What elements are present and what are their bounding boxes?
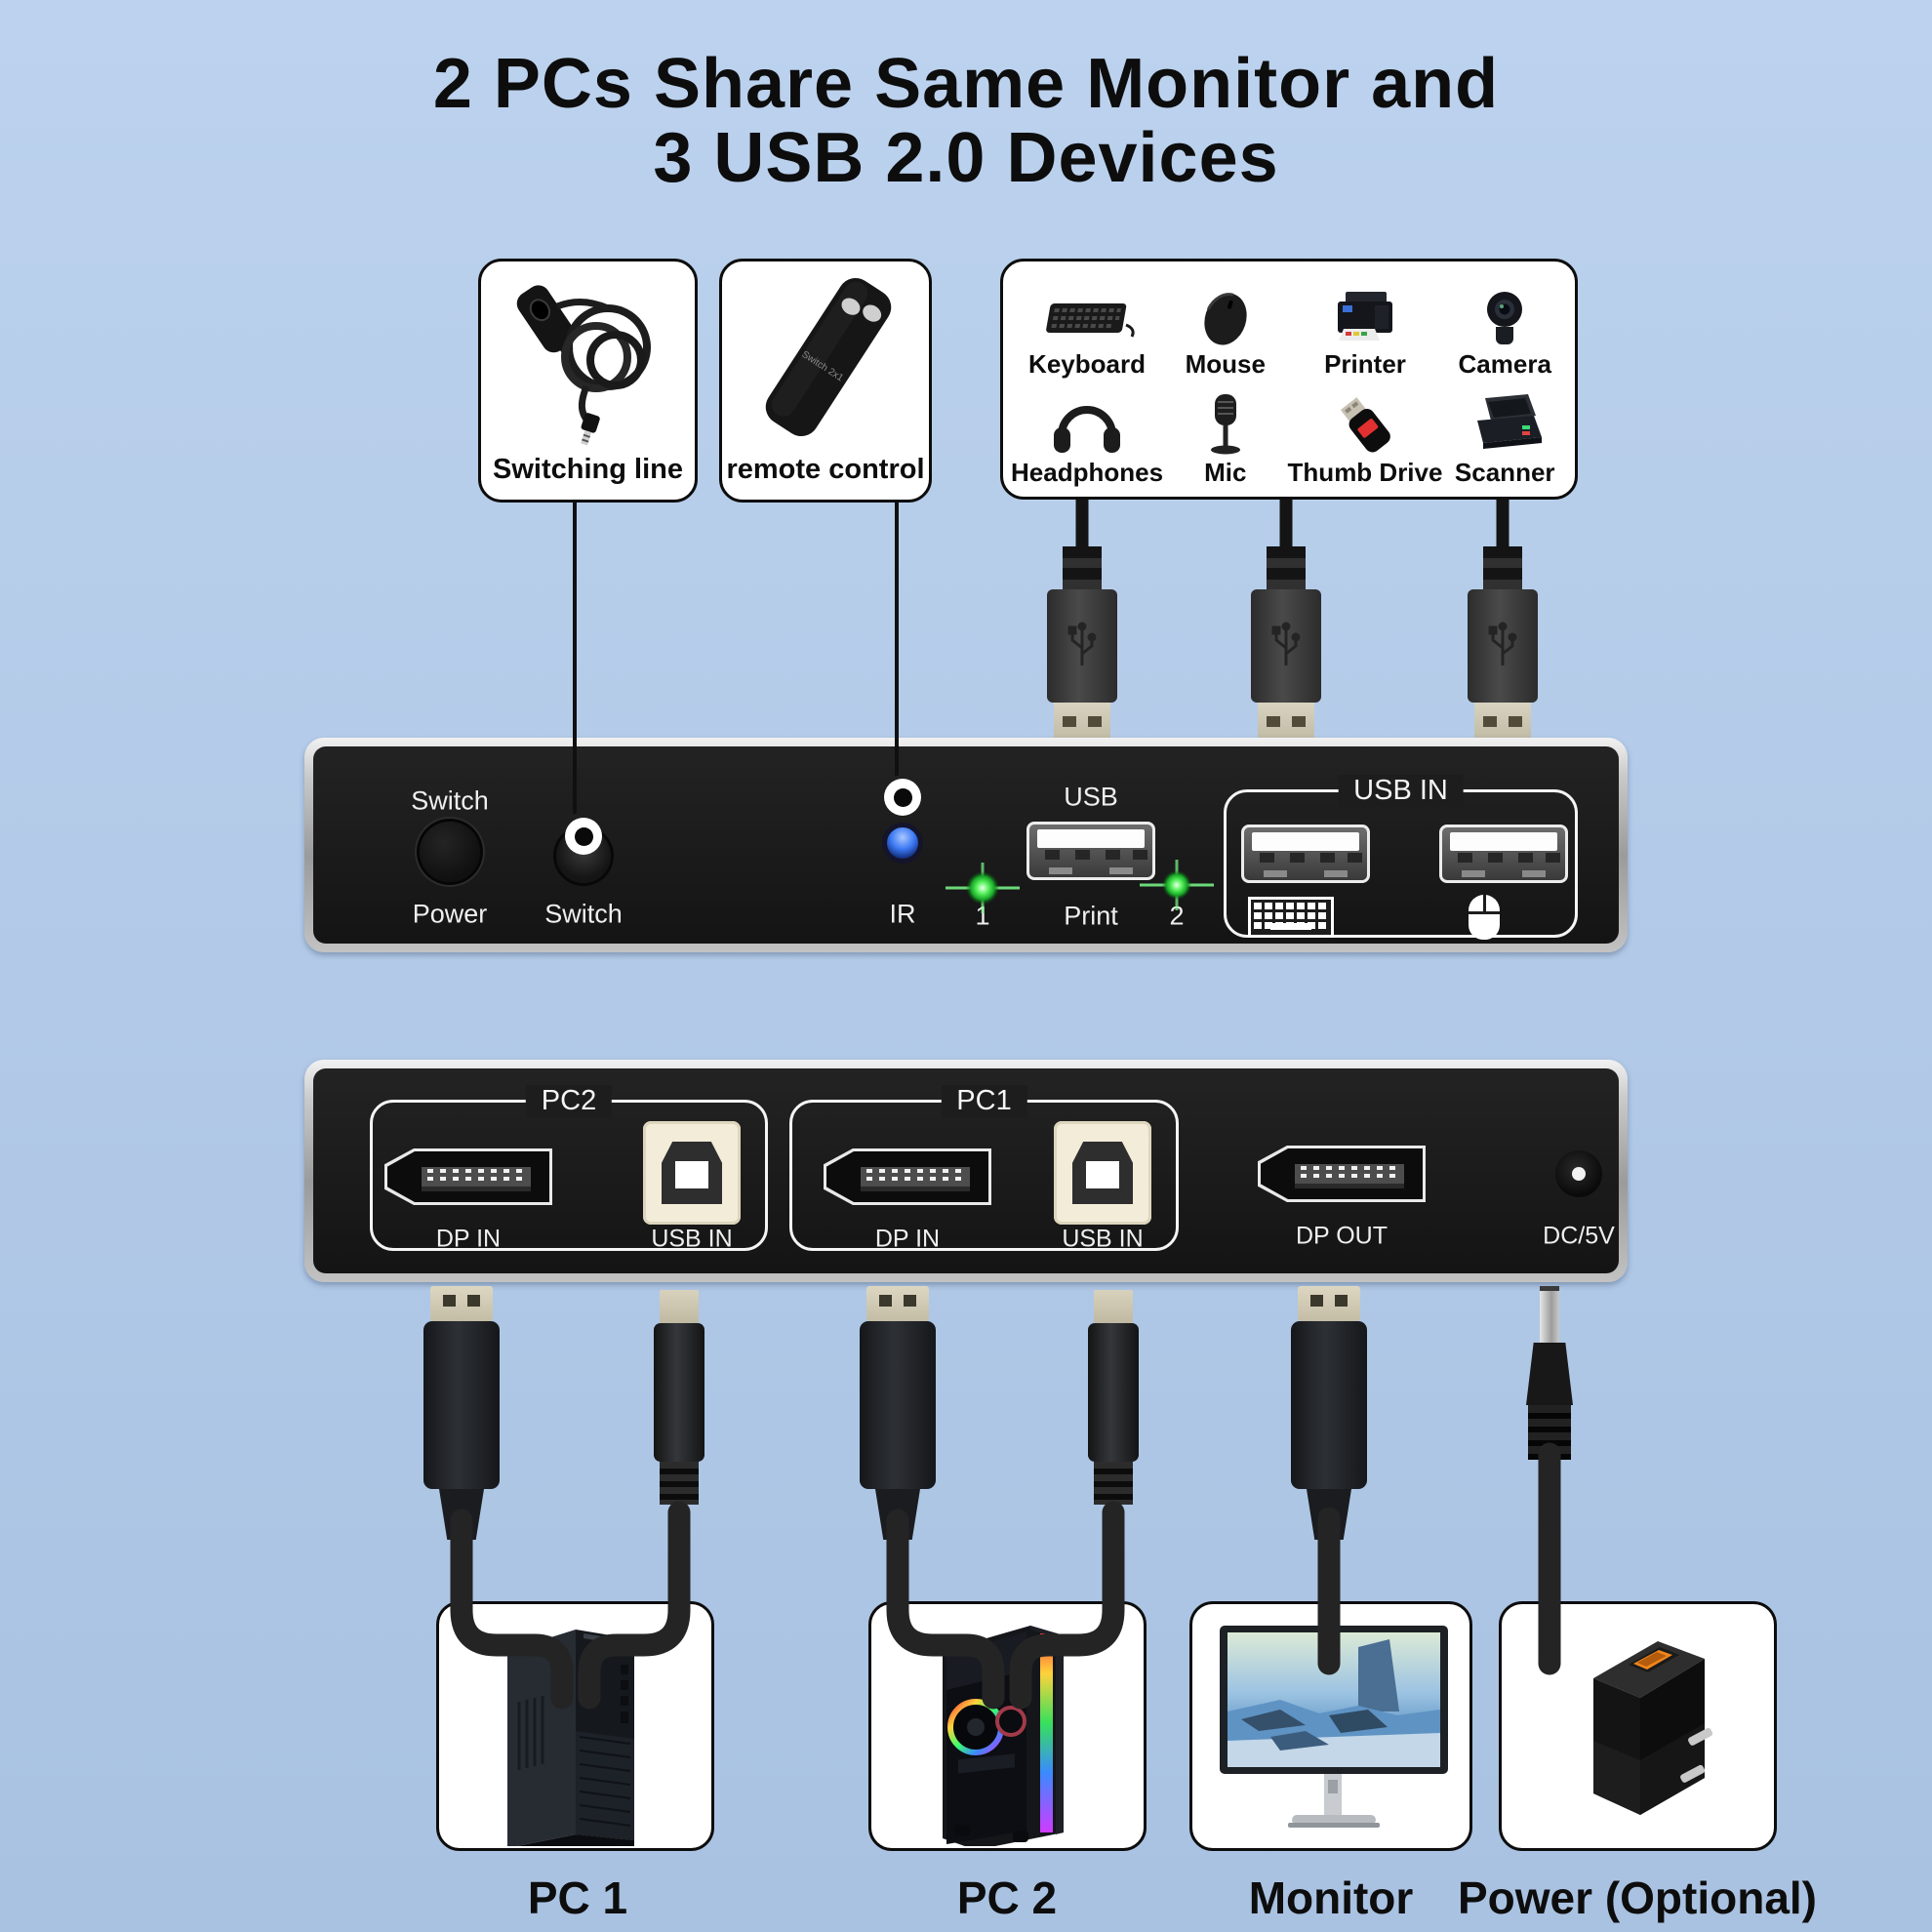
monitor-image [1220, 1626, 1448, 1828]
ir-led-icon [882, 823, 923, 864]
gaming-pc-image [943, 1626, 1064, 1846]
switch-jack-connection-ring [565, 818, 602, 855]
pc1-dp-in-port [824, 1148, 991, 1205]
device-camera-label: Camera [1458, 348, 1551, 379]
dc-plug-power [1526, 1286, 1573, 1460]
pc2-box [868, 1601, 1147, 1851]
device-printer: Printer [1288, 271, 1443, 381]
device-thumb-drive: Thumb Drive [1287, 381, 1443, 490]
usb-b-plug-pc1 [654, 1290, 704, 1505]
pc2-label: PC 2 [956, 1872, 1058, 1923]
pc1-dp-in-label: DP IN [874, 1225, 941, 1253]
pc2-dp-in-port [384, 1148, 552, 1205]
device-scanner: Scanner [1442, 381, 1567, 490]
device-thumb-drive-label: Thumb Drive [1287, 458, 1443, 488]
switching-line-image [516, 285, 651, 446]
usb-print-bottom-label: Print [1064, 901, 1118, 931]
power-button [420, 822, 480, 882]
scanner-icon [1477, 394, 1543, 450]
thumb-drive-icon [1340, 397, 1390, 453]
printer-icon [1338, 291, 1392, 341]
pc1-label: PC 1 [527, 1872, 628, 1923]
pc2-dp-in-label: DP IN [435, 1225, 502, 1253]
switching-line-label: Switching line [493, 454, 683, 485]
usb-a-plug-print [1047, 546, 1117, 745]
led-1-label: 1 [975, 901, 990, 931]
switch-jack-label: Switch [544, 899, 623, 929]
dp-plug-pc1 [423, 1286, 500, 1540]
power-adapter-image [1593, 1641, 1713, 1815]
pc1-port-group: PC1 DP IN USB IN [789, 1085, 1179, 1253]
pc2-usb-in-label: USB IN [651, 1225, 733, 1253]
dc-power-label: DC/5V [1543, 1222, 1615, 1250]
kvm-back-panel: PC2 DP IN USB IN PC1 DP IN USB IN DP OUT… [304, 1060, 1628, 1282]
usb-trident-icon [1271, 622, 1301, 665]
title-line-1: 2 PCs Share Same Monitor and [432, 45, 1500, 123]
usb-a-plug-mouse [1468, 546, 1538, 745]
pc1-usb-in-port [1054, 1121, 1151, 1225]
keyboard-icon [1046, 302, 1135, 338]
usb-trident-icon [1488, 622, 1517, 665]
keyboard-icon [1248, 897, 1334, 938]
device-printer-label: Printer [1324, 348, 1406, 379]
dc-power-jack [1555, 1150, 1602, 1197]
led-2-label: 2 [1169, 901, 1185, 931]
switching-line-box: Switching line [478, 259, 698, 503]
pc2-usb-in-port [643, 1121, 741, 1225]
dp-plug-monitor [1291, 1286, 1367, 1540]
monitor-box [1189, 1601, 1472, 1851]
device-mouse-label: Mouse [1185, 348, 1266, 379]
pc1-box [436, 1601, 714, 1851]
device-scanner-label: Scanner [1454, 458, 1555, 488]
power-button-bottom-label: Power [412, 899, 488, 929]
device-keyboard-label: Keyboard [1028, 348, 1146, 379]
pc1-group-label: PC1 [941, 1085, 1027, 1117]
device-mic-label: Mic [1204, 458, 1247, 488]
power-button-top-label: Switch [411, 785, 489, 816]
usb-in-mouse-port [1439, 825, 1568, 883]
pc-tower-image [507, 1630, 634, 1846]
usb-in-group: USB IN [1224, 775, 1578, 940]
power-optional-label: Power (Optional) [1458, 1872, 1817, 1923]
usb-in-keyboard-port [1241, 825, 1370, 883]
mic-icon [1210, 394, 1240, 455]
led-1-icon [946, 863, 1020, 913]
device-keyboard: Keyboard [1011, 271, 1163, 381]
led-2-icon [1140, 860, 1214, 910]
power-adapter-box [1499, 1601, 1777, 1851]
monitor-label: Monitor [1248, 1872, 1414, 1923]
page-title: 2 PCs Share Same Monitor and 3 USB 2.0 D… [0, 47, 1932, 196]
remote-control-box: Switch 2x1 remote control [719, 259, 932, 503]
remote-control-label: remote control [726, 454, 925, 485]
usb-print-top-label: USB [1064, 782, 1118, 812]
usb-a-plug-keyboard [1251, 546, 1321, 745]
device-mic: Mic [1163, 381, 1288, 490]
device-mouse: Mouse [1163, 271, 1288, 381]
usb-b-plug-pc2 [1088, 1290, 1139, 1505]
usb-print-port [1026, 822, 1155, 880]
device-headphones: Headphones [1011, 381, 1163, 490]
ir-connection-ring [884, 779, 921, 816]
usb-devices-box: Keyboard Mouse Printe [1000, 259, 1578, 500]
dp-out-label: DP OUT [1296, 1222, 1388, 1250]
headphones-icon [1054, 406, 1121, 454]
pc1-usb-in-label: USB IN [1062, 1225, 1144, 1253]
remote-control-image: Switch 2x1 [765, 277, 892, 437]
dp-out-port [1258, 1146, 1426, 1202]
ir-label: IR [889, 899, 916, 929]
usb-in-group-label: USB IN [1338, 775, 1464, 807]
pc2-port-group: PC2 DP IN USB IN [370, 1085, 768, 1253]
pc2-group-label: PC2 [525, 1085, 613, 1117]
camera-icon [1487, 291, 1523, 344]
title-line-2: 3 USB 2.0 Devices [653, 119, 1279, 198]
device-headphones-label: Headphones [1011, 458, 1164, 488]
mouse-icon [1469, 895, 1500, 940]
mouse-icon [1204, 293, 1247, 345]
dp-plug-pc2 [860, 1286, 936, 1540]
usb-trident-icon [1067, 622, 1097, 665]
device-camera: Camera [1442, 271, 1567, 381]
kvm-front-panel: Switch Power Switch IR 1 USB Print [304, 738, 1628, 952]
